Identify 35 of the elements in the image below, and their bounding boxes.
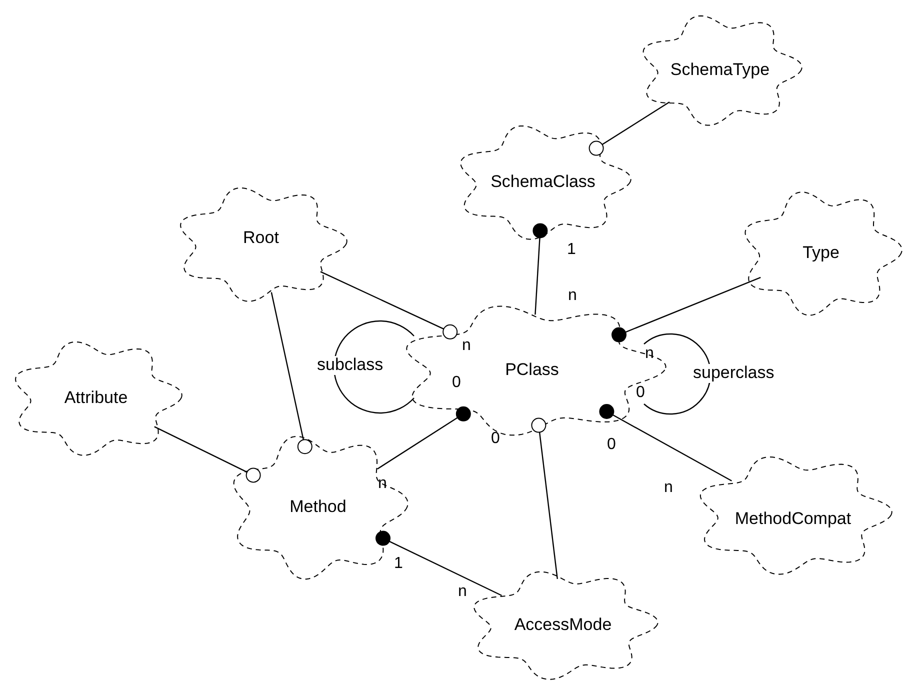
class-name: Attribute bbox=[64, 388, 128, 408]
association-line bbox=[532, 223, 548, 315]
multiplicity-label: n bbox=[378, 476, 387, 492]
edge-label: subclass bbox=[316, 356, 384, 375]
class-name: PClass bbox=[505, 360, 559, 380]
association-line bbox=[376, 530, 502, 596]
multiplicity-label: n bbox=[645, 346, 654, 362]
multiplicity-label: n bbox=[462, 338, 471, 354]
association-line bbox=[270, 292, 312, 454]
class-name: SchemaClass bbox=[490, 172, 596, 192]
self-association-loop bbox=[644, 333, 711, 415]
class-name: Type bbox=[802, 243, 840, 263]
class-name: AccessMode bbox=[514, 615, 612, 635]
association-line bbox=[599, 404, 732, 482]
class-name: SchemaType bbox=[670, 60, 770, 80]
association-line bbox=[531, 418, 558, 579]
multiplicity-label: 0 bbox=[636, 385, 645, 401]
association-line bbox=[588, 102, 670, 156]
multiplicity-label: n bbox=[458, 584, 467, 600]
association-line bbox=[612, 276, 761, 342]
self-association-loop bbox=[334, 320, 414, 414]
class-name: Method bbox=[290, 497, 346, 517]
class-name: Root bbox=[243, 228, 279, 248]
association-line bbox=[154, 426, 261, 483]
association-line bbox=[376, 406, 471, 470]
multiplicity-label: n bbox=[664, 480, 673, 496]
association-line bbox=[320, 271, 458, 340]
edge-label: superclass bbox=[692, 364, 776, 383]
multiplicity-label: 1 bbox=[567, 242, 576, 258]
multiplicity-label: 1 bbox=[394, 556, 403, 572]
multiplicity-label: 0 bbox=[607, 437, 616, 453]
multiplicity-label: n bbox=[568, 288, 577, 304]
multiplicity-label: 0 bbox=[452, 375, 461, 391]
multiplicity-label: 0 bbox=[491, 431, 500, 447]
class-name: MethodCompat bbox=[734, 509, 852, 529]
